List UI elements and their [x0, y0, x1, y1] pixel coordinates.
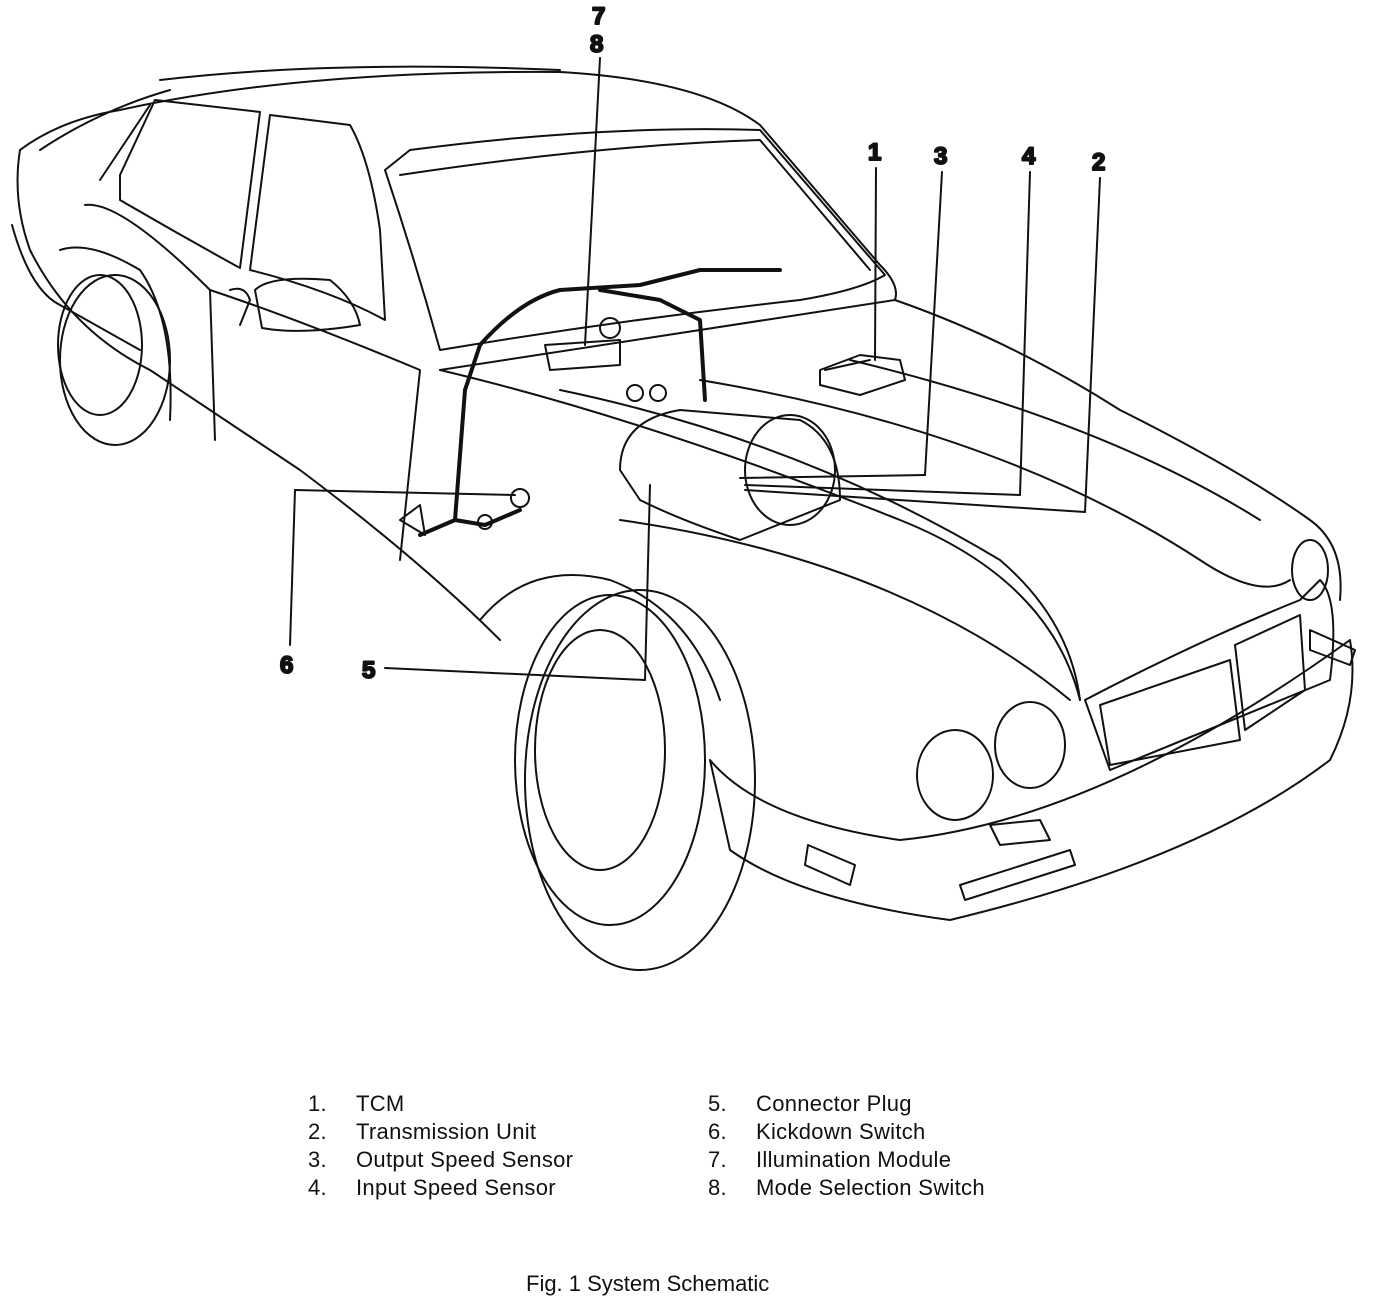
- side-mirror: [254, 277, 361, 332]
- callout-3: 3: [934, 143, 947, 170]
- legend-item: 4. Input Speed Sensor: [308, 1174, 573, 1202]
- car-body-outline: [11, 65, 1342, 641]
- legend-item: 5. Connector Plug: [708, 1090, 985, 1118]
- legend-label: Illumination Module: [756, 1147, 952, 1172]
- legend-item: 6. Kickdown Switch: [708, 1118, 985, 1146]
- legend-label: Output Speed Sensor: [356, 1147, 574, 1172]
- legend-number: 2.: [308, 1119, 327, 1144]
- bonnet: [439, 299, 1291, 701]
- legend-label: TCM: [356, 1091, 405, 1116]
- front-wheel: [479, 574, 756, 971]
- legend-item: 2. Transmission Unit: [308, 1118, 573, 1146]
- legend-left-column: 1. TCM 2. Transmission Unit 3. Output Sp…: [308, 1090, 573, 1202]
- legend-item: 1. TCM: [308, 1090, 573, 1118]
- legend-number: 5.: [708, 1091, 727, 1116]
- kickdown-switch: [399, 488, 530, 536]
- figure-caption: Fig. 1 System Schematic: [526, 1271, 770, 1296]
- wiring-harness: [418, 268, 782, 537]
- doors: [84, 203, 421, 561]
- legend-label: Kickdown Switch: [756, 1119, 926, 1144]
- callout-6: 6: [280, 652, 293, 679]
- legend-label: Connector Plug: [756, 1091, 912, 1116]
- legend-item: 3. Output Speed Sensor: [308, 1146, 573, 1174]
- callout-1: 1: [868, 139, 881, 166]
- transmission-unit: [619, 409, 841, 541]
- legend-label: Input Speed Sensor: [356, 1175, 556, 1200]
- legend-number: 3.: [308, 1147, 327, 1172]
- legend-label: Mode Selection Switch: [756, 1175, 985, 1200]
- legend-item: 7. Illumination Module: [708, 1146, 985, 1174]
- front-end: [709, 539, 1356, 921]
- tcm-module: [819, 354, 906, 396]
- legend-number: 7.: [708, 1147, 727, 1172]
- legend-number: 1.: [308, 1091, 327, 1116]
- callout-5: 5: [362, 657, 375, 684]
- rear-wheel: [57, 246, 172, 446]
- callout-4: 4: [1022, 143, 1036, 170]
- car-system-schematic-drawing: 7 8 1 3 4 2 6 5: [11, 2, 1356, 971]
- callout-8: 8: [590, 31, 603, 58]
- callout-7: 7: [592, 3, 605, 30]
- legend-right-column: 5. Connector Plug 6. Kickdown Switch 7. …: [708, 1090, 985, 1202]
- leader-lines: [289, 57, 1101, 681]
- legend-label: Transmission Unit: [356, 1119, 537, 1144]
- legend-number: 8.: [708, 1175, 727, 1200]
- legend-number: 4.: [308, 1175, 327, 1200]
- windows: [99, 99, 886, 351]
- callout-2: 2: [1092, 149, 1105, 176]
- legend-item: 8. Mode Selection Switch: [708, 1174, 985, 1202]
- console-components: [544, 317, 871, 402]
- legend-number: 6.: [708, 1119, 727, 1144]
